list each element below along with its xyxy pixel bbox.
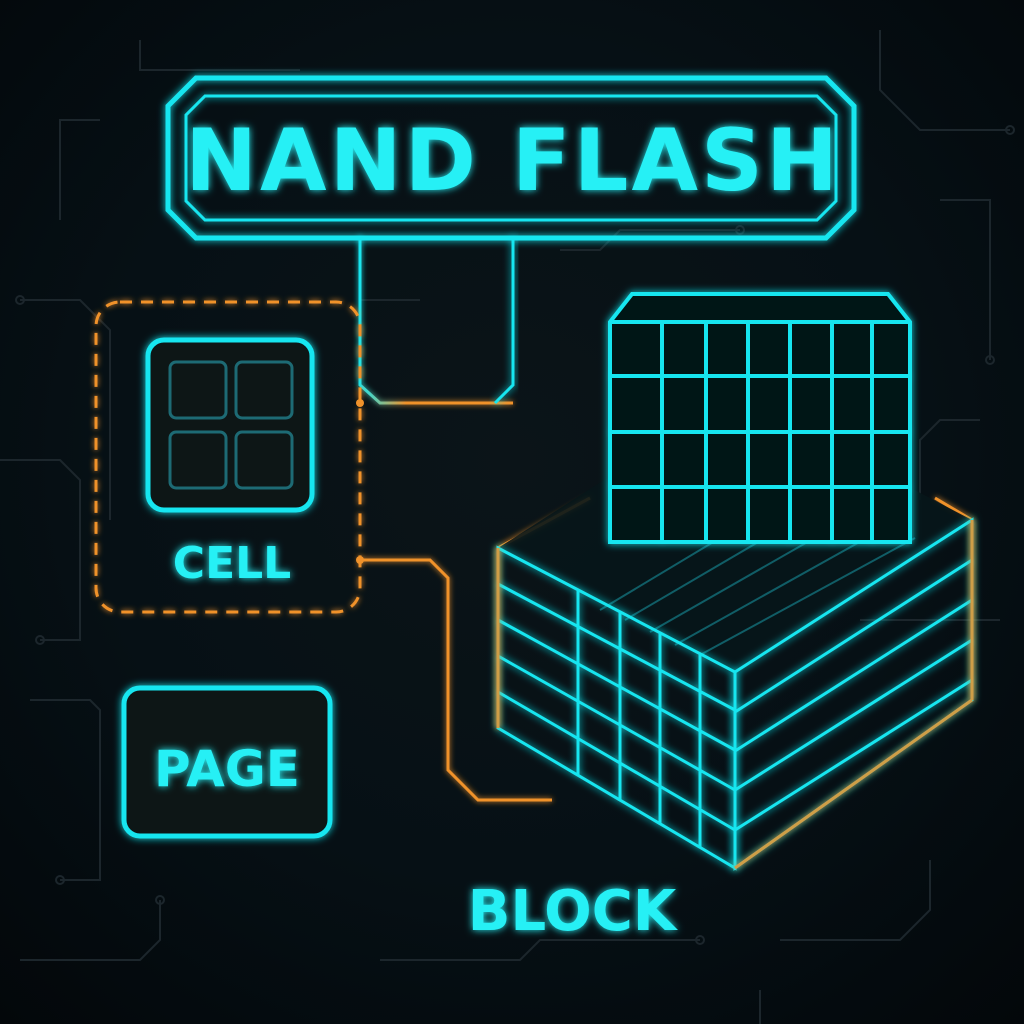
background-circuit-nodes xyxy=(15,125,1015,945)
title-box xyxy=(165,75,857,241)
title-to-cell-connector xyxy=(358,236,513,405)
block-label: BLOCK xyxy=(468,879,679,944)
title-to-cell-connector-cyan xyxy=(493,236,515,405)
cell-group-dashed-border xyxy=(94,300,362,614)
cell-label: CELL xyxy=(173,538,291,589)
cell-grid-icon xyxy=(145,337,315,513)
title-text: NAND FLASH xyxy=(185,111,841,211)
block-page-grid xyxy=(608,292,912,544)
page-box xyxy=(121,685,333,839)
page-label: PAGE xyxy=(154,740,300,798)
cell-port-bottom xyxy=(356,556,364,564)
cell-port-top xyxy=(356,399,364,407)
cell-to-block-connector xyxy=(360,558,552,802)
